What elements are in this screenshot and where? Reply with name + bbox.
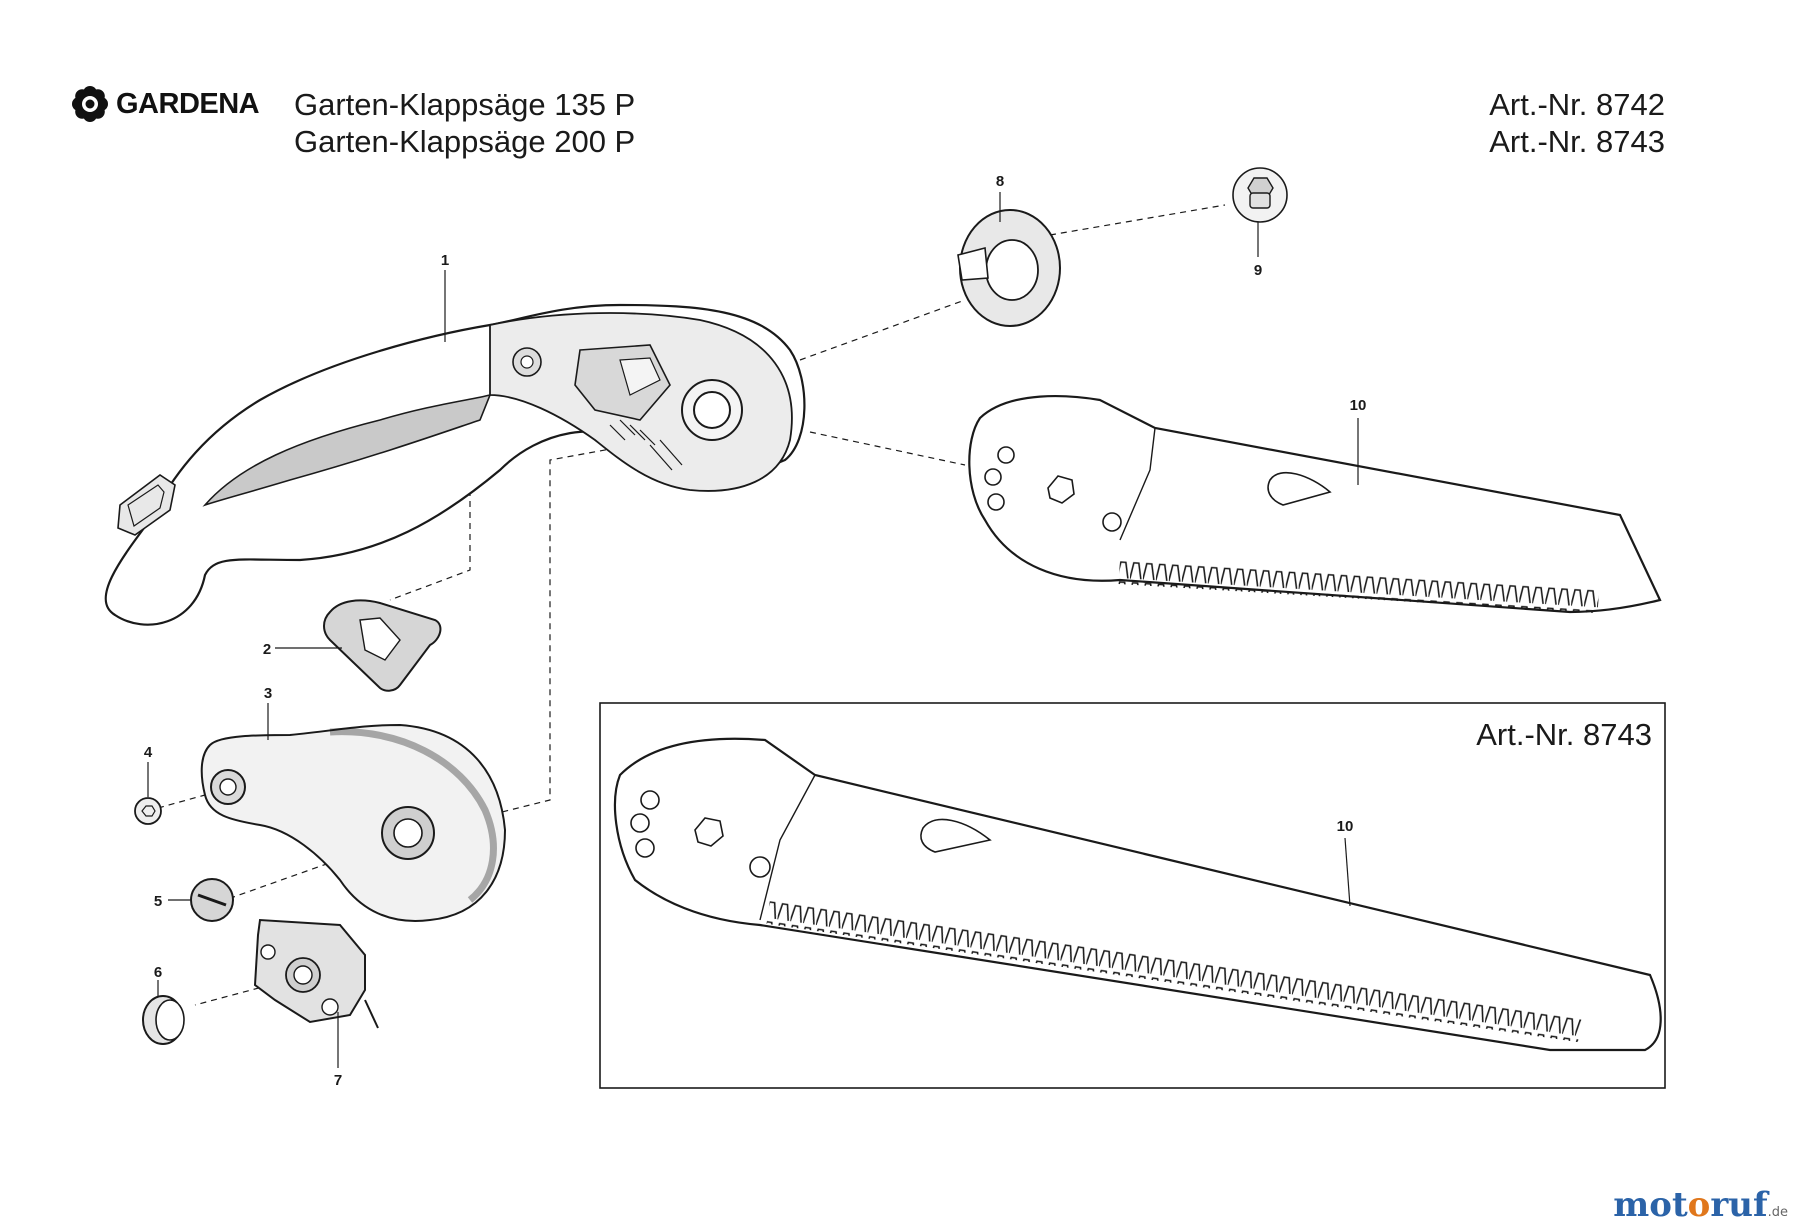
part-8-washer: [957, 209, 1061, 327]
part-9-nut: [1232, 167, 1288, 223]
product-title-135: Garten-Klappsäge 135 P: [294, 87, 636, 122]
watermark: motoruf.de: [1613, 1185, 1788, 1225]
callout-10-inset: 10: [1337, 818, 1354, 835]
brand-name: GARDENA: [116, 87, 260, 120]
callout-2: 2: [263, 641, 271, 658]
inset-title: Art.-Nr. 8743: [1476, 717, 1652, 752]
watermark-part-1: mot: [1613, 1185, 1688, 1225]
callout-8: 8: [996, 173, 1004, 190]
part-10-saw-blade-8743: [613, 737, 1662, 1052]
callout-5: 5: [154, 893, 162, 910]
assembly-line-3: [469, 439, 661, 821]
gardena-flower-logo-icon: [72, 86, 108, 122]
watermark-part-2: o: [1687, 1185, 1711, 1225]
callout-3: 3: [264, 685, 272, 702]
callout-1: 1: [441, 252, 449, 269]
inset-frame: [599, 702, 1666, 1089]
callout-10-main: 10: [1350, 397, 1367, 414]
assembly-line-4: [157, 794, 206, 809]
brand: GARDENA: [70, 84, 260, 124]
part-5-bolt-cap: [190, 878, 234, 922]
product-title-200: Garten-Klappsäge 200 P: [294, 124, 636, 159]
callout-4: 4: [144, 744, 153, 761]
assembly-line-10: [809, 431, 966, 466]
part-1-handle: [104, 303, 806, 626]
part-callouts: 1 2 3 4 5 6 7 8 9 10 10: [144, 173, 1367, 1089]
part-2-grip-insert: [323, 599, 442, 692]
callout-7: 7: [334, 1072, 342, 1089]
part-10-saw-blade-8742: [968, 395, 1662, 614]
assembly-line-9: [1049, 204, 1226, 236]
article-number-8743: Art.-Nr. 8743: [1489, 124, 1665, 159]
part-7-lock-plate: [253, 918, 379, 1029]
leader-10b: [1344, 837, 1351, 907]
part-4-screw: [134, 797, 162, 825]
watermark-part-3: ruf: [1710, 1185, 1768, 1225]
callout-9: 9: [1254, 262, 1262, 279]
assembly-line-8: [799, 299, 966, 361]
assembly-line-6: [194, 984, 271, 1006]
leader-lines: [147, 192, 1359, 1068]
callout-6: 6: [154, 964, 162, 981]
part-6-ring: [142, 995, 185, 1045]
part-3-side-plate: [200, 723, 507, 922]
article-number-8742: Art.-Nr. 8742: [1489, 87, 1665, 122]
watermark-part-4: .de: [1767, 1205, 1788, 1220]
